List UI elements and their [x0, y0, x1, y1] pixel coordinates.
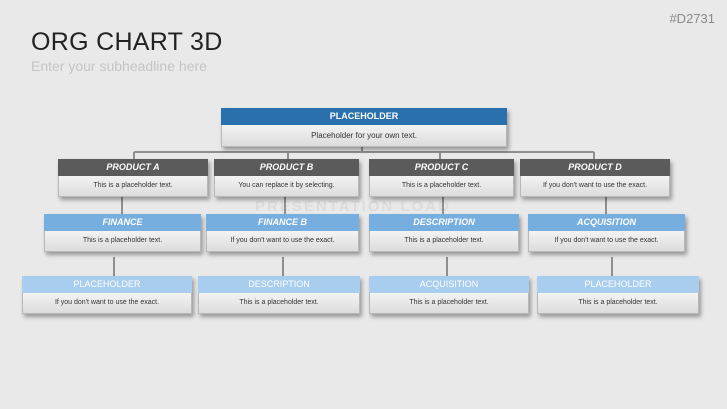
node-text: This is a placeholder text.	[369, 231, 519, 252]
node-text: If you don't want to use the exact.	[520, 176, 670, 197]
node-title: FINANCE	[44, 214, 201, 231]
node-title: PRODUCT D	[520, 159, 670, 176]
org-node-finance[interactable]: FINANCE This is a placeholder text.	[44, 214, 201, 252]
org-node-product-d[interactable]: PRODUCT D If you don't want to use the e…	[520, 159, 670, 197]
org-node-placeholder-left[interactable]: PLACEHOLDER If you don't want to use the…	[22, 276, 192, 314]
org-node-acquisition[interactable]: ACQUISITION If you don't want to use the…	[528, 214, 685, 252]
node-text: This is a placeholder text.	[369, 293, 529, 314]
node-text: This is a placeholder text.	[537, 293, 699, 314]
org-node-acquisition-l3[interactable]: ACQUISITION This is a placeholder text.	[369, 276, 529, 314]
node-text: This is a placeholder text.	[198, 293, 360, 314]
page-subtitle: Enter your subheadline here	[31, 58, 207, 74]
node-text: You can replace it by selecting.	[214, 176, 359, 197]
node-title: ACQUISITION	[369, 276, 529, 293]
node-title: PLACEHOLDER	[221, 108, 507, 125]
node-text: If you don't want to use the exact.	[22, 293, 192, 314]
org-node-description[interactable]: DESCRIPTION This is a placeholder text.	[369, 214, 519, 252]
node-text: This is a placeholder text.	[58, 176, 208, 197]
node-title: PRODUCT B	[214, 159, 359, 176]
org-node-description-l3[interactable]: DESCRIPTION This is a placeholder text.	[198, 276, 360, 314]
node-title: FINANCE B	[206, 214, 359, 231]
org-node-product-c[interactable]: PRODUCT C This is a placeholder text.	[369, 159, 514, 197]
org-node-placeholder-right[interactable]: PLACEHOLDER This is a placeholder text.	[537, 276, 699, 314]
node-title: PLACEHOLDER	[22, 276, 192, 293]
node-text: This is a placeholder text.	[44, 231, 201, 252]
node-text: If you don't want to use the exact.	[206, 231, 359, 252]
node-text: Placeholder for your own text.	[221, 125, 507, 147]
org-node-finance-b[interactable]: FINANCE B If you don't want to use the e…	[206, 214, 359, 252]
node-title: PRODUCT C	[369, 159, 514, 176]
slide-code: #D2731	[669, 11, 715, 26]
node-title: DESCRIPTION	[198, 276, 360, 293]
org-node-product-a[interactable]: PRODUCT A This is a placeholder text.	[58, 159, 208, 197]
watermark-text: PRESENTATION LOAD	[255, 198, 451, 215]
node-title: PLACEHOLDER	[537, 276, 699, 293]
node-text: If you don't want to use the exact.	[528, 231, 685, 252]
node-text: This is a placeholder text.	[369, 176, 514, 197]
org-node-root[interactable]: PLACEHOLDER Placeholder for your own tex…	[221, 108, 507, 147]
org-node-product-b[interactable]: PRODUCT B You can replace it by selectin…	[214, 159, 359, 197]
node-title: DESCRIPTION	[369, 214, 519, 231]
page-title: ORG CHART 3D	[31, 28, 223, 56]
node-title: PRODUCT A	[58, 159, 208, 176]
node-title: ACQUISITION	[528, 214, 685, 231]
